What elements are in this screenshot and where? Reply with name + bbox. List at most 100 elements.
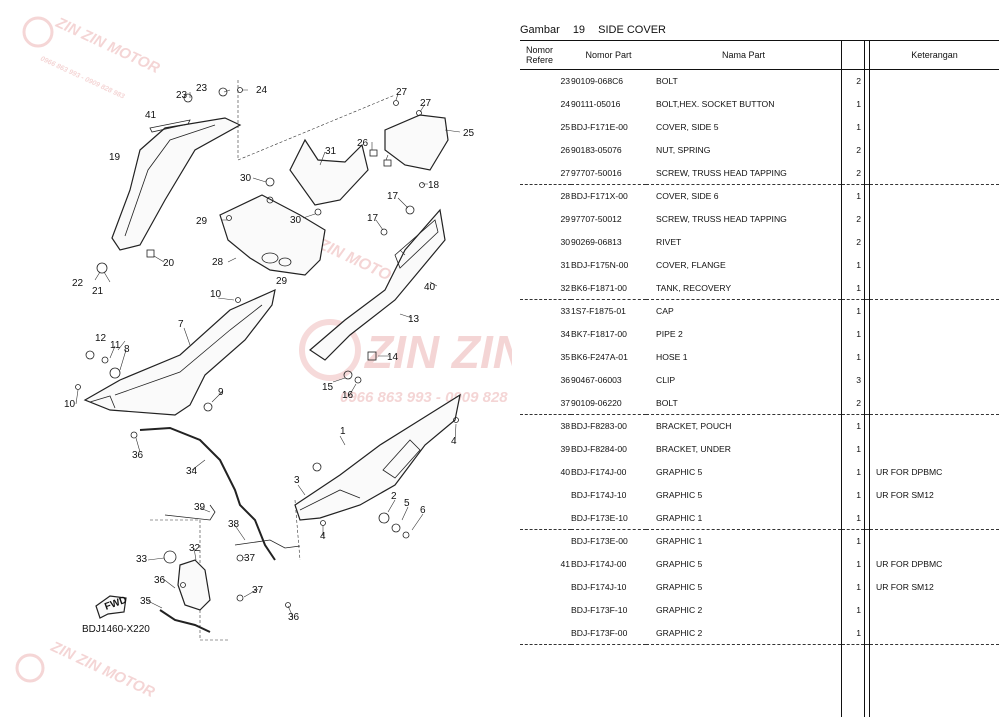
svg-text:3: 3 <box>294 475 300 486</box>
cell-part-name: PIPE 2 <box>656 329 683 340</box>
cell-qty: 1 <box>841 345 865 369</box>
diagram-code: BDJ1460-X220 <box>82 624 150 635</box>
cell-qty: 3 <box>841 368 865 392</box>
cell-spacer <box>864 69 870 93</box>
cell-qty: 1 <box>841 460 865 484</box>
cell-part-name: BOLT <box>656 397 678 408</box>
cell-part-name: BOLT,HEX. SOCKET BUTTON <box>656 99 775 110</box>
svg-text:24: 24 <box>256 85 268 96</box>
svg-text:11: 11 <box>110 340 121 351</box>
watermark-phone: 0966 863 993 - 0909 828 983 <box>39 55 125 100</box>
svg-text:1: 1 <box>340 426 346 437</box>
svg-text:8: 8 <box>124 344 130 355</box>
cell-spacer <box>864 298 870 323</box>
cell-spacer <box>864 528 870 553</box>
svg-text:32: 32 <box>189 543 201 554</box>
cell-spacer <box>864 138 870 162</box>
cell-spacer <box>864 183 870 208</box>
cell-part-number: BDJ-F8283-00 <box>571 413 646 438</box>
cell-qty: 1 <box>841 276 865 300</box>
side-cover-19-shape <box>111 117 242 251</box>
svg-text:41: 41 <box>145 110 157 121</box>
cell-part-name: GRAPHIC 5 <box>656 489 703 500</box>
svg-text:37: 37 <box>252 585 264 596</box>
cell-note <box>869 368 999 392</box>
side-cover-7-shape <box>83 288 276 416</box>
col-part-number: Nomor Part <box>571 40 646 70</box>
cell-note <box>869 115 999 139</box>
svg-text:4: 4 <box>320 531 326 542</box>
cell-part-name: COVER, FLANGE <box>656 259 726 270</box>
cell-ref: 37 <box>560 397 570 408</box>
cell-note <box>869 69 999 93</box>
cell-ref <box>520 598 571 621</box>
cell-qty: 1 <box>841 322 865 346</box>
svg-text:40: 40 <box>424 282 436 293</box>
svg-text:33: 33 <box>136 554 148 565</box>
cell-spacer <box>864 161 870 185</box>
col-spacer <box>864 40 870 70</box>
cell-qty: 1 <box>841 506 865 530</box>
cell-part-number: 90467-06003 <box>571 374 622 385</box>
cell-part-name: SCREW, TRUSS HEAD TAPPING <box>656 214 787 225</box>
cell-note: UR FOR DPBMC <box>869 552 999 576</box>
cell-qty: 2 <box>841 138 865 162</box>
svg-text:29: 29 <box>196 216 208 227</box>
col-note: Keterangan <box>869 40 999 70</box>
cell-spacer <box>864 460 870 484</box>
cell-qty: 2 <box>841 69 865 93</box>
svg-text:39: 39 <box>194 502 206 513</box>
svg-text:5: 5 <box>404 498 410 509</box>
cell-spacer <box>864 483 870 507</box>
cell-qty: 1 <box>841 253 865 277</box>
cell-part-number: BDJ-F173F-00 <box>571 627 628 638</box>
cell-ref <box>520 621 571 644</box>
svg-text:37: 37 <box>244 553 256 564</box>
svg-text:34: 34 <box>186 466 198 477</box>
side-cover-1-shape <box>294 393 461 521</box>
svg-text:36: 36 <box>154 575 166 586</box>
watermark-phone-large: 0966 863 993 - 0909 828 983 <box>340 389 512 406</box>
cell-note <box>869 345 999 369</box>
cell-part-name: GRAPHIC 5 <box>656 466 703 477</box>
cell-spacer <box>864 368 870 392</box>
cell-spacer <box>864 506 870 530</box>
cell-ref: 40 <box>560 466 570 477</box>
cell-spacer <box>864 115 870 139</box>
cell-qty: 1 <box>841 552 865 576</box>
svg-text:29: 29 <box>276 276 288 287</box>
cell-ref: 38 <box>520 413 571 438</box>
cell-spacer <box>864 437 870 461</box>
cell-part-number: 90183-05076 <box>571 144 622 155</box>
cell-ref: 29 <box>560 214 570 225</box>
svg-text:2: 2 <box>391 491 397 502</box>
cell-spacer <box>864 621 870 645</box>
figure-header: Gambar 19 SIDE COVER <box>520 24 676 36</box>
cell-part-number: BDJ-F174J-00 <box>571 466 627 477</box>
exploded-parts-diagram: ZIN ZIN MOTOR 0966 863 993 - 0909 828 98… <box>15 14 512 701</box>
cell-part-name: SCREW, TRUSS HEAD TAPPING <box>656 167 787 178</box>
svg-text:21: 21 <box>92 286 104 297</box>
svg-text:18: 18 <box>428 180 440 191</box>
cell-note <box>869 161 999 185</box>
svg-text:16: 16 <box>342 390 354 401</box>
cell-ref: 30 <box>560 236 570 247</box>
svg-text:31: 31 <box>325 146 337 157</box>
cell-note <box>869 253 999 277</box>
cell-part-number: BDJ-F174J-10 <box>571 489 627 500</box>
cell-qty: 1 <box>841 575 865 599</box>
cell-part-number: BDJ-F174J-10 <box>571 581 627 592</box>
cell-part-number: BK6-F1871-00 <box>571 282 627 293</box>
cell-part-number: 97707-50016 <box>571 167 622 178</box>
cell-ref: 39 <box>560 444 570 455</box>
side-cover-13-shape <box>309 208 446 361</box>
cell-part-name: BRACKET, POUCH <box>646 413 842 438</box>
svg-text:4: 4 <box>451 436 457 447</box>
